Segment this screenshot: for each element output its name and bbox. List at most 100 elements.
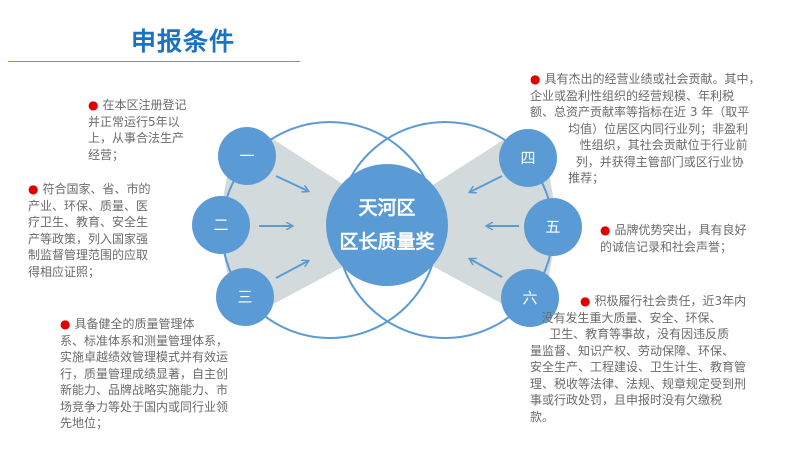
condition-text: 品牌优势突出，具有良好 xyxy=(614,223,747,237)
node-5: 五 xyxy=(524,198,582,256)
bullet-icon: ● xyxy=(530,72,541,86)
condition-line: 产业、环保、质量、医 xyxy=(28,198,151,215)
condition-line: 疗卫生、教育、安全生 xyxy=(28,214,151,231)
condition-line: 量监督、知识产权、劳动保障、环保、 xyxy=(530,343,746,360)
center-circle xyxy=(326,164,448,286)
condition-line: 场竞争力等处于国内或同行业领 xyxy=(60,399,228,416)
condition-1: ●在本区注册登记并正常运行5年以上，从事合法生产经营； xyxy=(88,97,187,163)
condition-line: 均值）位居区内同行业列；非盈利 xyxy=(530,121,761,138)
condition-line: 卫生、教育等事故，没有因违反质 xyxy=(530,326,746,343)
node-4: 四 xyxy=(499,129,557,187)
node-6: 六 xyxy=(501,269,559,327)
title-divider xyxy=(8,61,300,62)
condition-line: 并正常运行5年以 xyxy=(88,114,187,131)
condition-text: 量监督、知识产权、劳动保障、环保、 xyxy=(530,343,735,358)
condition-line: 列，并获得主管部门或区行业协 xyxy=(530,154,761,171)
node-2: 二 xyxy=(192,196,250,254)
node-5-label: 五 xyxy=(545,218,560,236)
condition-line: 安全生产、工程建设、卫生计生、教育管 xyxy=(530,359,746,376)
condition-text: 疗卫生、教育、安全生 xyxy=(28,215,149,229)
condition-text: 符合国家、省、市的 xyxy=(42,182,151,196)
node-6-label: 六 xyxy=(522,289,537,307)
condition-line: 系、标准体系和测量管理体系， xyxy=(60,333,228,350)
node-1-label: 一 xyxy=(239,147,254,165)
condition-text: 积极履行社会责任，近3年内 xyxy=(594,294,747,308)
condition-text: 卫生、教育等事故，没有因违反质 xyxy=(530,327,730,341)
condition-line: 没有发生重大质量、安全、环保、 xyxy=(530,310,746,327)
condition-text: 经营； xyxy=(88,147,125,162)
condition-line: ●积极履行社会责任，近3年内 xyxy=(530,293,746,310)
condition-text: 先地位； xyxy=(60,416,109,430)
condition-line: ●具有杰出的经营业绩或社会贡献。其中， xyxy=(530,71,761,88)
condition-text: 具备健全的质量管理体 xyxy=(74,317,195,331)
condition-line: 推荐； xyxy=(530,170,761,187)
arrow-3 xyxy=(275,261,308,279)
condition-text: 的诚信记录和社会声誉； xyxy=(600,239,733,254)
bullet-icon: ● xyxy=(580,294,591,308)
node-1: 一 xyxy=(218,127,276,185)
condition-text: 安全生产、工程建设、卫生计生、教育管 xyxy=(530,360,747,374)
condition-text: 款。 xyxy=(530,409,555,424)
bullet-icon: ● xyxy=(88,98,99,112)
arrow-1 xyxy=(275,175,308,191)
node-3-label: 三 xyxy=(237,288,252,306)
condition-text: 系、标准体系和测量管理体系， xyxy=(60,333,229,348)
condition-line: 企业或盈利性组织的经营规模、年利税 xyxy=(530,88,761,105)
condition-text: 具有杰出的经营业绩或社会贡献。其中， xyxy=(544,72,761,86)
condition-line: 实施卓越绩效管理模式并有效运 xyxy=(60,349,228,366)
condition-2: ●符合国家、省、市的产业、环保、质量、医疗卫生、教育、安全生产等政策，列入国家强… xyxy=(28,181,151,280)
condition-text: 没有发生重大质量、安全、环保、 xyxy=(530,310,722,325)
bullet-icon: ● xyxy=(60,317,71,331)
condition-text: 列，并获得主管部门或区行业协 xyxy=(530,154,744,169)
condition-line: 经营； xyxy=(88,147,187,164)
condition-line: 上，从事合法生产 xyxy=(88,130,187,147)
condition-text: 推荐； xyxy=(530,171,605,185)
bullet-icon: ● xyxy=(28,182,39,196)
condition-line: 性组织，其社会贡献位于行业前 xyxy=(530,137,761,154)
condition-line: ●具备健全的质量管理体 xyxy=(60,316,228,333)
condition-text: 理、税收等法律、法规、规章规定受到刑 xyxy=(530,376,747,391)
arrow-4 xyxy=(470,175,503,192)
condition-5: ●品牌优势突出，具有良好的诚信记录和社会声誉； xyxy=(600,222,747,255)
condition-line: ●在本区注册登记 xyxy=(88,97,187,114)
node-4-label: 四 xyxy=(520,149,535,167)
arrow-6 xyxy=(470,259,503,278)
condition-line: 行，质量管理成绩显著，自主创 xyxy=(60,366,228,383)
condition-text: 新能力、品牌战略实施能力、市 xyxy=(60,383,229,397)
condition-line: 新能力、品牌战略实施能力、市 xyxy=(60,382,228,399)
condition-4: ●具有杰出的经营业绩或社会贡献。其中，企业或盈利性组织的经营规模、年利税额、总资… xyxy=(530,71,761,187)
condition-text: 事或行政处罚，且申报时没有欠缴税 xyxy=(530,393,723,407)
condition-text: 场竞争力等处于国内或同行业领 xyxy=(60,399,229,414)
condition-line: 款。 xyxy=(530,409,746,426)
condition-line: 事或行政处罚，且申报时没有欠缴税 xyxy=(530,392,746,409)
condition-line: ●品牌优势突出，具有良好 xyxy=(600,222,747,239)
node-2-label: 二 xyxy=(213,216,228,234)
node-3: 三 xyxy=(216,268,274,326)
condition-text: 在本区注册登记 xyxy=(102,98,187,112)
condition-text: 制监督管理范围的应取 xyxy=(28,248,149,262)
condition-line: 得相应证照； xyxy=(28,264,151,281)
condition-text: 上，从事合法生产 xyxy=(88,131,185,145)
condition-6: ●积极履行社会责任，近3年内 没有发生重大质量、安全、环保、 卫生、教育等事故，… xyxy=(530,293,746,425)
condition-text: 产业、环保、质量、医 xyxy=(28,198,149,213)
condition-text: 实施卓越绩效管理模式并有效运 xyxy=(60,350,229,364)
condition-line: 理、税收等法律、法规、规章规定受到刑 xyxy=(530,376,746,393)
condition-text: 企业或盈利性组织的经营规模、年利税 xyxy=(530,88,735,103)
condition-text: 额、总资产贡献率等指标在近 3 年（取平 xyxy=(530,105,750,119)
page-title: 申报条件 xyxy=(131,27,236,56)
condition-line: ●符合国家、省、市的 xyxy=(28,181,151,198)
condition-line: 的诚信记录和社会声誉； xyxy=(600,239,747,256)
condition-text: 均值）位居区内同行业列；非盈利 xyxy=(530,121,749,136)
center-line1: 天河区 xyxy=(358,197,415,219)
condition-line: 先地位； xyxy=(60,415,228,432)
condition-text: 行，质量管理成绩显著，自主创 xyxy=(60,366,229,381)
center-line2: 区长质量奖 xyxy=(339,230,435,253)
bullet-icon: ● xyxy=(600,223,611,237)
condition-line: 额、总资产贡献率等指标在近 3 年（取平 xyxy=(530,104,761,121)
condition-3: ●具备健全的质量管理体系、标准体系和测量管理体系，实施卓越绩效管理模式并有效运行… xyxy=(60,316,228,432)
condition-text: 得相应证照； xyxy=(28,264,101,279)
condition-line: 产等政策，列入国家强 xyxy=(28,231,151,248)
condition-line: 制监督管理范围的应取 xyxy=(28,247,151,264)
condition-text: 并正常运行5年以 xyxy=(88,114,180,129)
